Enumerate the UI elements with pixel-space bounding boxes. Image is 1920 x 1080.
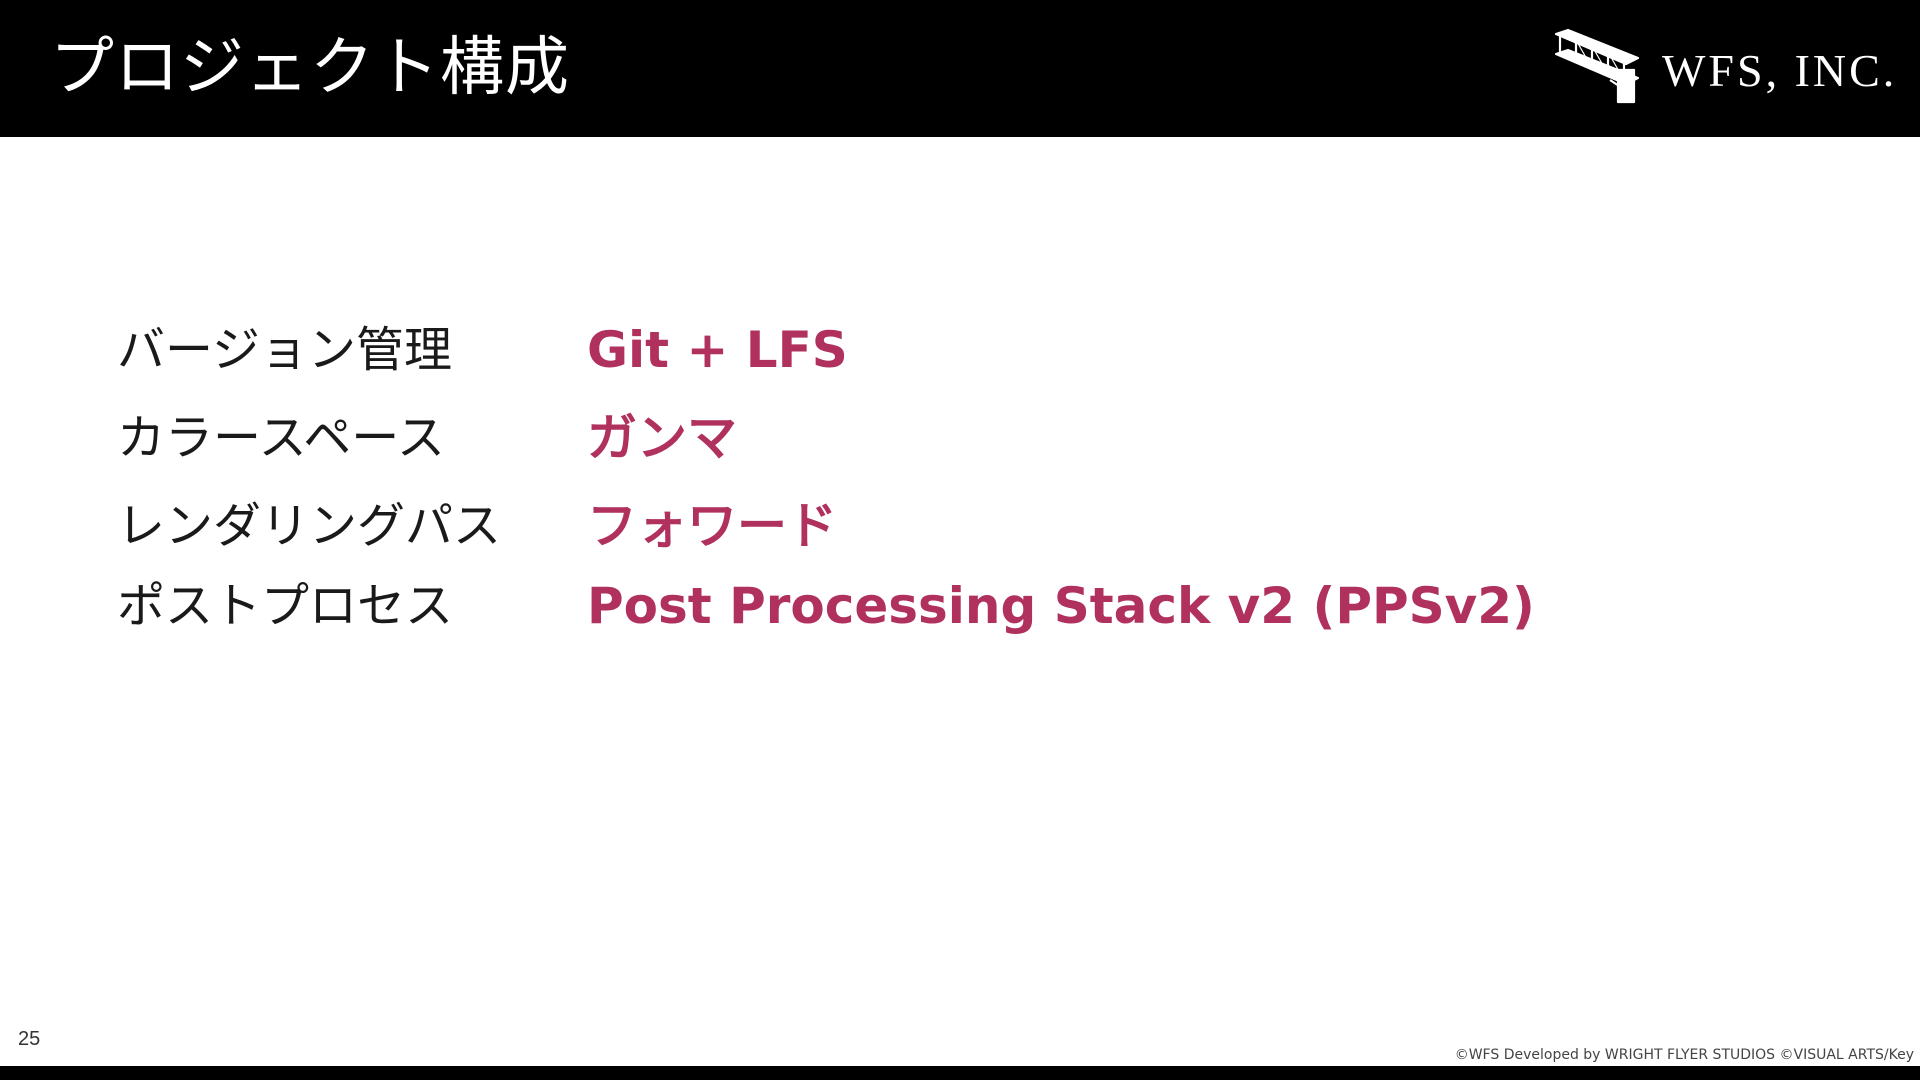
- slide-header: プロジェクト構成 WFS, IN: [0, 0, 1920, 137]
- config-label: カラースペース: [117, 410, 445, 466]
- config-value: Git + LFS: [587, 321, 848, 379]
- config-label: バージョン管理: [117, 322, 453, 378]
- company-name: WFS, INC.: [1662, 45, 1898, 96]
- config-value: Post Processing Stack v2 (PPSv2): [587, 577, 1535, 635]
- copyright-notice: ©WFS Developed by WRIGHT FLYER STUDIOS ©…: [1454, 1047, 1914, 1063]
- config-value: ガンマ: [587, 409, 737, 467]
- config-value: フォワード: [587, 497, 837, 555]
- page-number: 25: [18, 1028, 41, 1050]
- footer-bar: [0, 1066, 1920, 1080]
- config-label: ポストプロセス: [117, 578, 454, 634]
- wright-flyer-biplane-icon: [1554, 28, 1640, 104]
- config-label: レンダリングパス: [117, 498, 502, 554]
- company-logo: WFS, INC.: [1552, 28, 1894, 108]
- slide-title: プロジェクト構成: [50, 31, 570, 105]
